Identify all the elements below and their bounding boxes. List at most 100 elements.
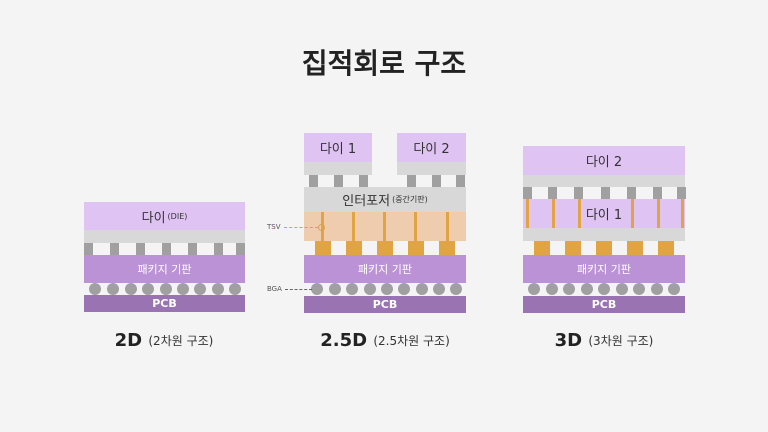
c4-bump	[596, 241, 612, 255]
solder-ball	[633, 283, 645, 295]
pcb: PCB	[84, 295, 245, 312]
microbump	[456, 175, 465, 187]
c4-bump	[565, 241, 581, 255]
solder-ball	[668, 283, 680, 295]
solder-ball	[433, 283, 445, 295]
solder-balls	[84, 283, 245, 295]
solder-ball	[346, 283, 358, 295]
c4-bump	[377, 241, 393, 255]
solder-ball	[398, 283, 410, 295]
caption: 2D	[114, 329, 143, 351]
solder-ball	[581, 283, 593, 295]
caption-3d: 3D (3차원 구조)	[504, 328, 704, 352]
solder-ball	[329, 283, 341, 295]
microbump	[653, 187, 662, 199]
solder-ball	[194, 283, 206, 295]
tsv-layer	[304, 212, 466, 241]
interposer-label: 인터포저	[342, 194, 391, 209]
die-1: 다이 1	[523, 199, 685, 228]
package-substrate: 패키지 기판	[523, 255, 685, 283]
c4-bump	[534, 241, 550, 255]
bga-label: BGA	[267, 285, 282, 293]
solder-ball	[89, 283, 101, 295]
caption-sub: (2차원 구조)	[148, 333, 214, 348]
tsv-marker	[318, 224, 325, 231]
solder-ball	[546, 283, 558, 295]
solder-ball	[381, 283, 393, 295]
c4-bump	[439, 241, 455, 255]
solder-ball	[311, 283, 323, 295]
tsv	[657, 199, 660, 228]
solder-ball	[212, 283, 224, 295]
microbump	[309, 175, 318, 187]
die-2: 다이 2	[397, 133, 466, 162]
c4-bump	[627, 241, 643, 255]
caption-2-5d: 2.5D (2.5차원 구조)	[285, 328, 485, 352]
interposer-sub-label: (중간기판)	[392, 195, 428, 204]
microbump	[236, 243, 245, 255]
tsv	[352, 212, 355, 241]
solder-balls	[523, 283, 685, 295]
c4-bumps	[304, 241, 466, 255]
microbump	[84, 243, 93, 255]
solder-ball	[416, 283, 428, 295]
solder-ball	[528, 283, 540, 295]
microbump	[627, 187, 636, 199]
bga-leader	[285, 289, 312, 290]
solder-ball	[651, 283, 663, 295]
solder-balls	[304, 283, 466, 295]
pcb: PCB	[304, 296, 466, 313]
microbumps	[304, 175, 466, 187]
bond-layer	[84, 230, 245, 243]
tsv	[446, 212, 449, 241]
solder-ball	[107, 283, 119, 295]
microbump	[432, 175, 441, 187]
tsv	[631, 199, 634, 228]
c4-bump	[346, 241, 362, 255]
solder-ball	[598, 283, 610, 295]
microbump	[574, 187, 583, 199]
microbump	[110, 243, 119, 255]
caption-sub: (2.5차원 구조)	[373, 333, 450, 348]
c4-bump	[658, 241, 674, 255]
tsv	[526, 199, 529, 228]
solder-ball	[364, 283, 376, 295]
microbump	[601, 187, 610, 199]
caption-sub: (3차원 구조)	[588, 333, 654, 348]
die-2-bond	[397, 162, 466, 175]
solder-ball	[160, 283, 172, 295]
tsv	[383, 212, 386, 241]
die: 다이(DIE)	[84, 202, 245, 230]
die-label: 다이	[141, 210, 166, 226]
solder-ball	[229, 283, 241, 295]
solder-ball	[563, 283, 575, 295]
microbump	[548, 187, 557, 199]
tsv	[578, 199, 581, 228]
microbump	[214, 243, 223, 255]
microbump	[523, 187, 532, 199]
solder-ball	[142, 283, 154, 295]
die-1: 다이 1	[304, 133, 372, 162]
c4-bump	[408, 241, 424, 255]
solder-ball	[125, 283, 137, 295]
c4-bumps	[523, 241, 685, 255]
pcb: PCB	[523, 296, 685, 313]
interposer: 인터포저(중간기판)	[304, 187, 466, 212]
package-substrate: 패키지 기판	[84, 255, 245, 283]
die-1-bond	[304, 162, 372, 175]
die-1-label: 다이 1	[585, 208, 623, 223]
tsv-label: TSV	[267, 223, 281, 231]
solder-ball	[616, 283, 628, 295]
tsv	[414, 212, 417, 241]
microbump	[334, 175, 343, 187]
solder-ball	[177, 283, 189, 295]
microbumps	[84, 243, 245, 255]
tsv-leader	[284, 227, 318, 228]
die-sub-label: (DIE)	[167, 211, 188, 221]
microbump	[188, 243, 197, 255]
microbump	[407, 175, 416, 187]
die-2-bond	[523, 175, 685, 187]
microbumps	[523, 187, 686, 199]
caption: 2.5D	[320, 329, 368, 351]
microbump	[359, 175, 368, 187]
